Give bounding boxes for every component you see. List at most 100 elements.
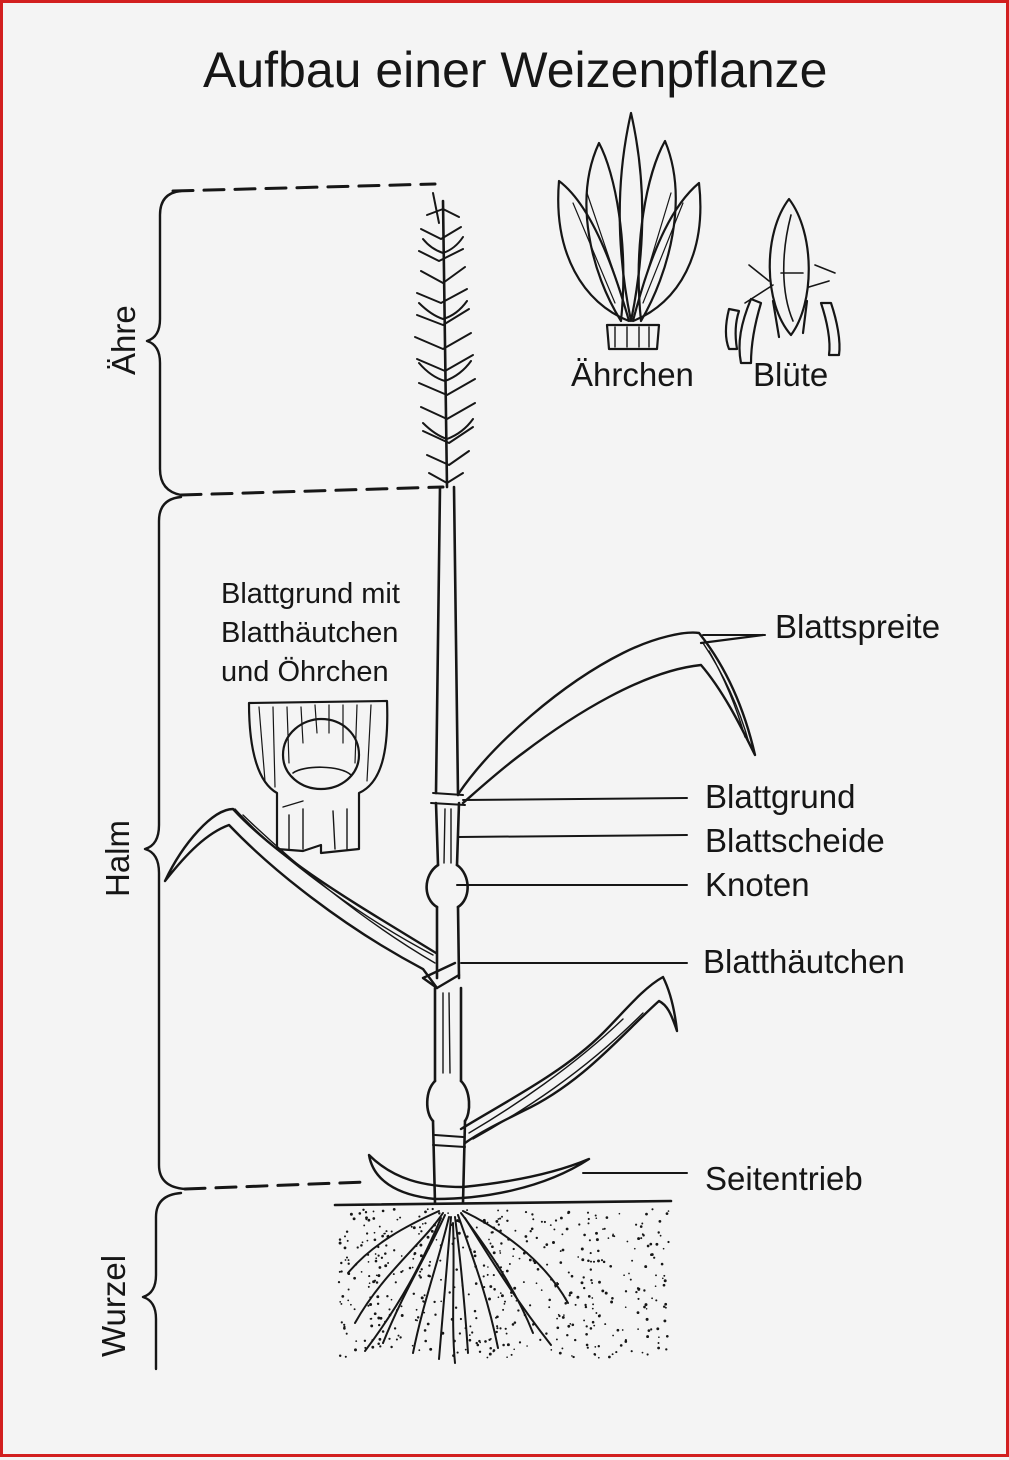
soil-dot xyxy=(556,1317,558,1320)
soil-dot xyxy=(374,1259,378,1263)
soil-dot xyxy=(583,1286,586,1290)
soil-dot xyxy=(411,1344,414,1347)
soil-dot xyxy=(559,1261,563,1264)
label-blattgrund: Blattgrund xyxy=(705,778,856,815)
soil-dot xyxy=(395,1338,398,1341)
section-dividers xyxy=(171,182,445,1191)
soil-dot xyxy=(426,1208,429,1211)
soil-dot xyxy=(546,1263,549,1266)
soil-dot xyxy=(412,1292,416,1296)
soil-dot xyxy=(577,1256,580,1258)
soil-dot xyxy=(574,1303,577,1306)
soil-dot xyxy=(422,1301,425,1303)
soil-dot xyxy=(373,1312,377,1316)
soil-dot xyxy=(540,1220,543,1223)
soil-dot xyxy=(555,1338,558,1341)
soil-dot xyxy=(580,1281,584,1285)
soil-dot xyxy=(418,1349,421,1352)
soil-dot xyxy=(602,1260,606,1264)
soil-dot xyxy=(561,1233,564,1236)
soil-dot xyxy=(510,1353,513,1356)
soil-dot xyxy=(440,1300,443,1303)
soil-dot xyxy=(423,1294,426,1297)
soil-dot xyxy=(375,1281,379,1284)
soil-dot xyxy=(495,1330,498,1334)
soil-dot xyxy=(597,1259,600,1263)
soil-dot xyxy=(532,1218,535,1221)
soil-dot xyxy=(567,1211,570,1215)
soil-dot xyxy=(345,1332,348,1335)
soil-dot xyxy=(500,1242,503,1245)
soil-dot xyxy=(392,1208,396,1211)
soil-dot xyxy=(375,1257,378,1260)
soil-dot xyxy=(649,1242,653,1246)
soil-dot xyxy=(384,1264,388,1268)
section-label-aehre: Ähre xyxy=(105,305,142,375)
brace-halm xyxy=(143,495,187,1191)
soil-dot xyxy=(448,1291,451,1294)
soil-dot xyxy=(594,1214,597,1217)
soil-dot xyxy=(372,1280,376,1284)
leader-blattscheide xyxy=(458,834,688,838)
soil-dot xyxy=(360,1271,363,1273)
soil-dot xyxy=(386,1295,389,1298)
soil-dot xyxy=(394,1281,397,1284)
soil-dot xyxy=(429,1260,432,1263)
soil-dot xyxy=(434,1313,437,1316)
brace-aehre xyxy=(145,189,183,497)
soil-dot xyxy=(610,1300,614,1304)
soil-dot xyxy=(561,1248,565,1252)
soil-dot xyxy=(363,1339,367,1343)
soil-dot xyxy=(595,1238,599,1242)
soil-dot xyxy=(473,1309,477,1313)
soil-dot xyxy=(373,1238,377,1242)
soil-dot xyxy=(659,1234,662,1237)
lower-leaf xyxy=(459,975,679,1145)
soil-dot xyxy=(657,1346,660,1350)
soil-dot xyxy=(474,1282,478,1285)
soil-dot xyxy=(623,1274,625,1277)
soil-dot xyxy=(384,1252,387,1255)
soil-dot xyxy=(587,1217,590,1221)
soil-dot xyxy=(564,1302,567,1305)
soil-dot xyxy=(489,1285,493,1288)
soil-dot xyxy=(426,1322,430,1326)
soil-dot xyxy=(545,1332,548,1335)
soil-dot xyxy=(361,1241,364,1244)
soil-dot xyxy=(424,1210,427,1214)
soil-dot xyxy=(466,1209,469,1212)
soil-dot xyxy=(554,1219,558,1222)
soil-dot xyxy=(428,1264,431,1267)
soil-dot xyxy=(663,1274,666,1277)
soil-dot xyxy=(665,1212,669,1215)
soil-dot xyxy=(374,1253,377,1255)
soil-dot xyxy=(513,1321,517,1324)
soil-dot xyxy=(518,1341,522,1344)
soil-dot xyxy=(511,1323,515,1326)
soil-dot xyxy=(552,1241,555,1244)
soil-dot xyxy=(378,1323,381,1327)
node-upper xyxy=(425,863,469,909)
soil-dot xyxy=(339,1301,342,1303)
soil-dot xyxy=(536,1267,540,1271)
soil-dot xyxy=(475,1317,478,1320)
stem-lower xyxy=(435,905,461,980)
soil-dot xyxy=(505,1269,509,1273)
soil-dot xyxy=(512,1255,514,1258)
soil-dot xyxy=(615,1351,618,1354)
soil-dot xyxy=(571,1323,575,1327)
soil-dot xyxy=(381,1234,384,1238)
ear-rachis xyxy=(441,199,449,489)
soil-dot xyxy=(585,1343,589,1347)
soil-dot xyxy=(381,1330,385,1333)
soil-dot xyxy=(393,1327,397,1330)
soil-dot xyxy=(585,1332,588,1336)
soil-dot xyxy=(567,1271,570,1274)
soil-dot xyxy=(397,1334,400,1337)
soil-dot xyxy=(611,1297,614,1300)
soil-dot xyxy=(385,1244,388,1247)
soil-dot xyxy=(400,1305,403,1308)
label-aehrchen: Ährchen xyxy=(571,356,694,393)
soil-dot xyxy=(372,1217,376,1220)
soil-dot xyxy=(343,1246,347,1250)
